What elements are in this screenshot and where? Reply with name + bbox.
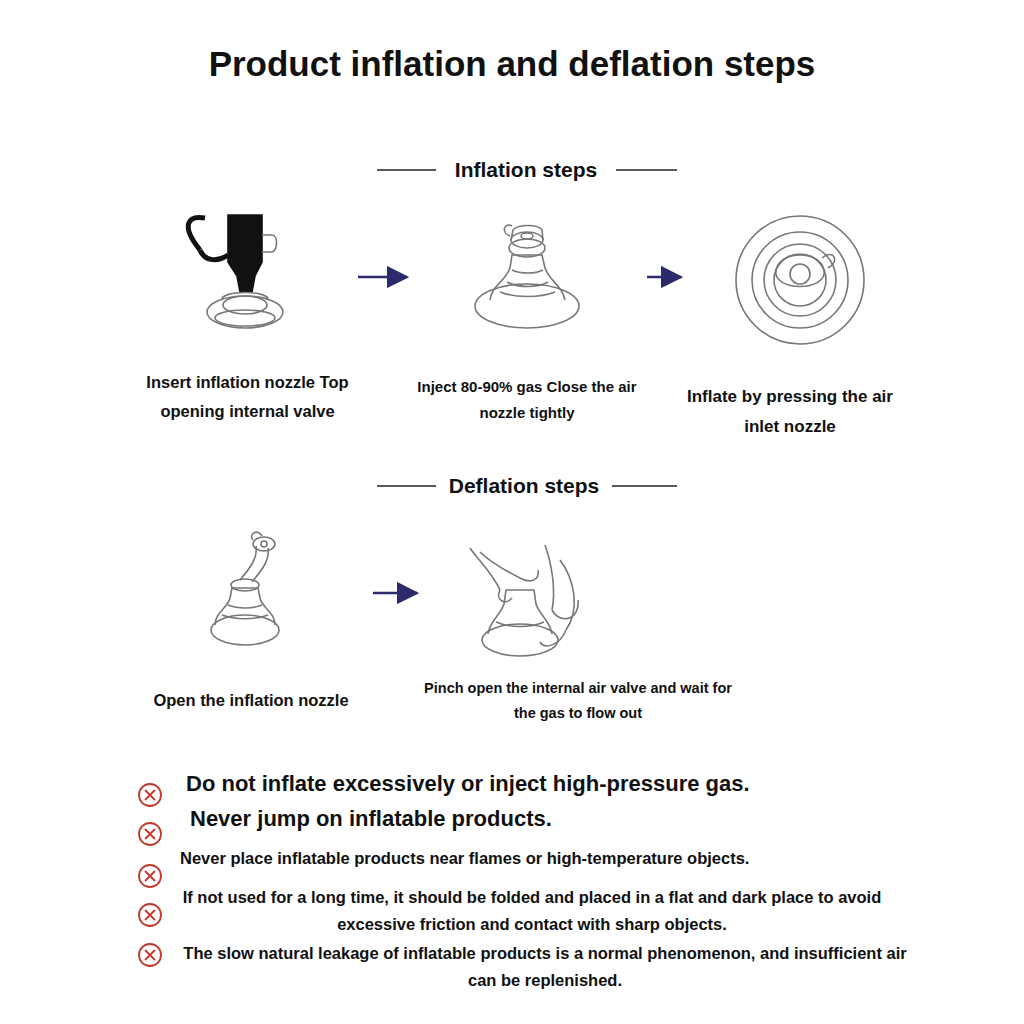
step-arrow — [373, 592, 417, 595]
step-caption: Pinch open the internal air valve and wa… — [420, 676, 736, 727]
header-rule — [377, 169, 436, 171]
step-node: Inject 80-90% gas Close the air nozzle t… — [410, 212, 644, 431]
warning-text: Never jump on inflatable products. — [190, 805, 790, 833]
step-node: Insert inflation nozzle Top opening inte… — [140, 212, 355, 430]
warning-text: Do not inflate excessively or inject hig… — [186, 770, 906, 798]
warning-text: The slow natural leakage of inflatable p… — [176, 940, 914, 994]
warning-text: If not used for a long time, it should b… — [172, 884, 892, 938]
step-caption: Open the inflation nozzle — [132, 686, 370, 715]
step-node: Pinch open the internal air valve and wa… — [420, 526, 736, 731]
warning-icon — [139, 784, 161, 806]
pressed-valve-illustration — [736, 216, 864, 344]
open-valve-illustration — [211, 532, 279, 645]
warning-icon — [139, 944, 161, 966]
step-caption: Insert inflation nozzle Top opening inte… — [140, 368, 355, 426]
warning-icon — [139, 865, 161, 887]
header-rule — [612, 485, 677, 487]
warning-icon — [139, 823, 161, 845]
header-rule — [377, 485, 436, 487]
section-header: Deflation steps — [436, 473, 612, 499]
section-header: Inflation steps — [436, 157, 616, 183]
step-caption: Inject 80-90% gas Close the air nozzle t… — [410, 374, 644, 427]
nozzle-illustration — [188, 215, 283, 328]
warning-text: Never place inflatable products near fla… — [180, 848, 920, 869]
step-caption: Inflate by pressing the air inlet nozzle — [684, 382, 896, 442]
step-arrow — [358, 276, 407, 279]
diagram-title: Product inflation and deflation steps — [0, 44, 1024, 84]
valve-illustration — [475, 225, 579, 328]
warning-icon — [139, 904, 161, 926]
header-rule — [615, 169, 677, 171]
warning-icons — [139, 784, 161, 966]
step-node: Open the inflation nozzle — [132, 526, 370, 719]
step-node: Inflate by pressing the air inlet nozzle — [684, 212, 896, 446]
pinch-hand-illustration — [470, 545, 578, 656]
step-arrow — [647, 276, 681, 279]
